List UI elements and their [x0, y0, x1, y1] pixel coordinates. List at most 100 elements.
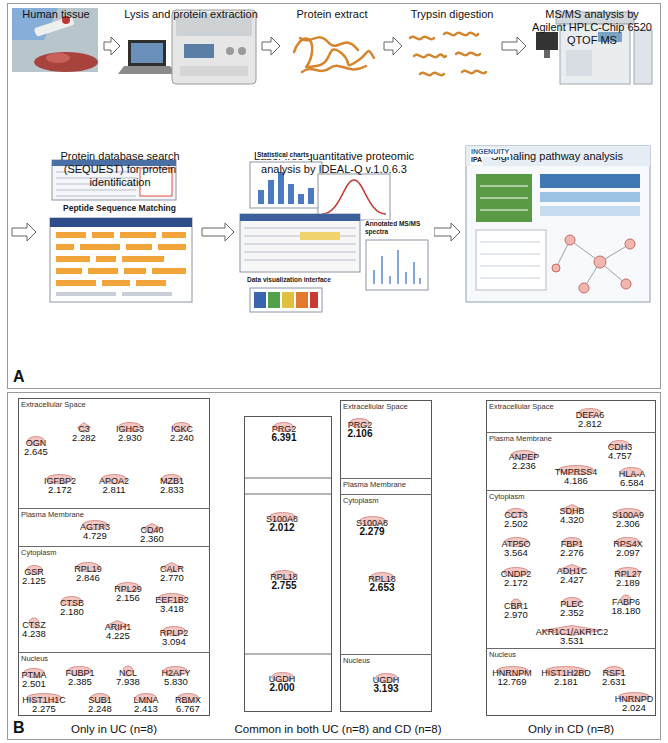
illustration-part — [381, 256, 382, 284]
fold-change: 2.125 — [22, 575, 46, 586]
protein-node: AGTR34.729 — [79, 520, 111, 541]
illustration-part — [480, 266, 540, 267]
illustration-part — [288, 184, 294, 204]
illustration-part — [410, 37, 434, 40]
illustration-part — [405, 272, 406, 284]
illustration-part — [480, 198, 528, 199]
protein-node: MZB12.833 — [159, 474, 185, 495]
fold-change: 2.502 — [503, 518, 529, 529]
illustration-part — [366, 240, 428, 290]
protein-label-row: RPLP2 — [159, 626, 190, 636]
protein-label-row: RPS4X — [612, 537, 644, 547]
flow-arrow — [104, 37, 120, 55]
protein-node: RSF12.631 — [601, 666, 626, 687]
illustration-part — [456, 53, 480, 56]
compartment-band: CytoplasmS100A82.279RPL182.653 — [340, 494, 432, 654]
fold-change: 2.645 — [24, 446, 48, 457]
illustration-part — [579, 283, 589, 293]
protein-node: CD402.360 — [139, 523, 164, 544]
illustration-part — [240, 214, 360, 272]
protein-label-row: CTSB — [59, 596, 85, 606]
illustration-part — [480, 278, 540, 279]
illustration-part — [56, 190, 136, 191]
illustration-part — [480, 242, 540, 243]
protein-node: FUBP12.385 — [64, 666, 95, 687]
compartment-label: Nucleus — [343, 656, 370, 665]
fold-change: 2.427 — [556, 574, 589, 585]
step-caption: Protein extract — [282, 8, 382, 21]
fold-change: 2.631 — [601, 676, 626, 687]
protein-node: DEFA62.812 — [575, 408, 606, 429]
fold-change: 4.238 — [21, 628, 47, 639]
illustration-part — [480, 210, 528, 211]
protein-label-row: SUB1 — [87, 693, 113, 703]
fold-change: 3.531 — [535, 635, 610, 646]
fold-change: 12.769 — [491, 676, 533, 687]
fold-change: 2.000 — [268, 682, 297, 693]
screenshot-label: Statistical charts — [256, 151, 310, 159]
protein-node: APOA22.811 — [98, 474, 130, 495]
ipa-screenshot — [466, 146, 650, 302]
protein-node: CBR12.970 — [503, 599, 529, 620]
illustration-part — [88, 268, 118, 274]
illustration-part — [56, 280, 96, 286]
illustration-part — [172, 10, 256, 84]
protein-node: HLA-A6.584 — [618, 467, 647, 488]
fold-change: 18.180 — [611, 605, 641, 616]
category-panel: Only in CD (n=8)Extracellular SpaceDEFA6… — [486, 400, 656, 716]
protein-label-row: HNRNPD — [614, 692, 655, 702]
flow-arrow — [202, 223, 234, 241]
protein-node: AKR1C1/AKR1C23.531 — [535, 625, 610, 646]
illustration-part — [128, 40, 166, 66]
illustration-part — [625, 239, 635, 249]
illustration-part — [124, 268, 146, 274]
compartment-band: NucleusPTMA2.501FUBP12.385NCL7.938H2AFY5… — [18, 652, 210, 716]
fold-change: 3.564 — [501, 547, 532, 558]
protein-node: PLEC2.352 — [559, 597, 585, 618]
protein-label-row: EEF1B2 — [154, 593, 190, 603]
illustration-part — [244, 494, 332, 495]
fold-change: 2.276 — [560, 547, 585, 558]
illustration-part — [244, 252, 356, 253]
screenshot-label: Peptide Sequence Matching — [62, 203, 177, 213]
illustration-part — [298, 194, 304, 204]
illustration-part — [56, 268, 82, 274]
illustration-part — [126, 244, 152, 250]
illustration-part — [238, 47, 246, 55]
fold-change: 2.755 — [269, 580, 299, 591]
illustration-part — [158, 244, 186, 250]
category-panel: Common in both UC (n=8) and CD (n=8)PRG2… — [240, 398, 436, 716]
protein-node: RBMX6.767 — [174, 693, 202, 714]
illustration-part — [552, 235, 635, 293]
fold-change: 2.279 — [355, 526, 389, 537]
illustration-part — [244, 260, 356, 261]
illustration-part — [540, 192, 640, 202]
illustration-part — [244, 228, 356, 260]
compartment-label: Plasma Membrane — [489, 434, 552, 443]
protein-node: HNRNPD2.024 — [614, 692, 655, 713]
fold-change: 3.418 — [154, 603, 190, 614]
protein-label-row: CBR1 — [503, 599, 529, 609]
protein-node: ARIH14.225 — [104, 620, 133, 641]
protein-node: CALR2.770 — [159, 562, 185, 583]
protein-label-row: RPL18 — [367, 572, 397, 582]
protein-node: S100A92.306 — [611, 508, 645, 529]
illustration-part — [244, 228, 356, 229]
protein-label-row: HNRNPM — [491, 666, 533, 676]
protein-label-row: AKR1C1/AKR1C2 — [535, 625, 610, 635]
protein-label-row: CTSZ — [21, 618, 47, 628]
protein-extract — [294, 37, 374, 72]
illustration-part — [444, 33, 478, 36]
protein-node: FABP618.180 — [611, 595, 641, 616]
protein-node: RPS4X2.097 — [612, 537, 644, 558]
compartment-band: NucleusHNRNPM12.769HIST1H2BD2.181RSF12.6… — [486, 648, 656, 716]
illustration-part — [80, 244, 120, 250]
protein-node: RPL182.653 — [367, 572, 397, 593]
protein-node: HNRNPM12.769 — [491, 666, 533, 687]
compartment-band: CytoplasmGSR2.125RPL192.846RPL292.156CAL… — [18, 546, 210, 652]
protein-node: SDHB4.320 — [558, 504, 585, 525]
protein-label-row: PRG2 — [271, 422, 298, 432]
illustration-part — [308, 188, 314, 204]
fold-change: 2.097 — [612, 547, 644, 558]
workflow-step: MS/MS analysis by Agilent HPLC-Chip 6520… — [528, 8, 656, 47]
